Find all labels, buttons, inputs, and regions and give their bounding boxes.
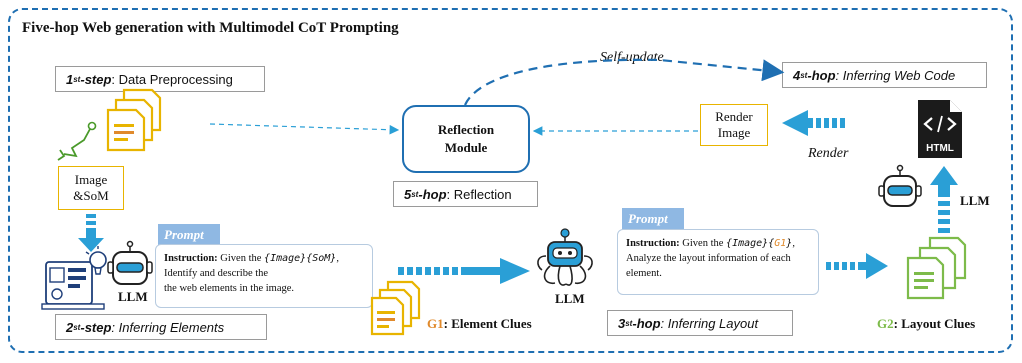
hop5-name: -hop: [418, 186, 447, 202]
prompt2-line2: Analyze the layout information of each: [626, 253, 791, 264]
diagram-frame: [8, 8, 1013, 353]
document-stack-icon: [106, 88, 162, 152]
step2-text: : Inferring Elements: [111, 319, 225, 335]
step2-name: -step: [80, 319, 112, 335]
data-to-reflection-arrow: [209, 123, 400, 135]
prompt2-box: Instruction: Given the {Image}{G1}, Anal…: [617, 229, 819, 295]
image-to-robot-arrow: [78, 214, 104, 252]
reflection-line1: Reflection: [437, 122, 495, 137]
prompt2-code2-close: }: [786, 238, 793, 249]
prompt1-post: ,: [336, 253, 339, 264]
render-label: Render: [808, 146, 849, 161]
g1-document-icon: [370, 280, 421, 336]
hop3-sup: st: [625, 318, 633, 328]
hop3-num: 3: [618, 315, 626, 331]
hop5-sup: st: [411, 189, 419, 199]
prompt2-code2-g: G1: [774, 238, 787, 249]
robot-icon-left: [107, 240, 153, 285]
image-som-line2: &SoM: [73, 188, 109, 203]
step2-num: 2: [66, 319, 74, 335]
prompt1-pre: Given the: [217, 253, 265, 264]
prompt1-code2: {SoM}: [306, 253, 337, 264]
hop3-name: -hop: [632, 315, 661, 331]
step1-num: 1: [66, 71, 74, 87]
self-update-label: Self-update: [600, 50, 664, 65]
prompt2-tag: Prompt: [622, 208, 684, 230]
hop4-num: 4: [793, 67, 801, 83]
prompt1-tag: Prompt: [158, 224, 220, 246]
hop4-sup: st: [800, 70, 808, 80]
diagram-title: Five-hop Web generation with Multimodel …: [22, 20, 399, 36]
g2-document-icon: [906, 236, 967, 300]
robot-icon-right: [878, 164, 922, 207]
g1-label: G1: Element Clues: [427, 316, 532, 332]
render-arrow: [782, 110, 845, 136]
html-badge: HTML: [926, 143, 954, 154]
reflection-module: Reflection Module: [402, 105, 530, 173]
hop4-text: : Inferring Web Code: [835, 67, 956, 83]
prompt2-code1: {Image}: [726, 238, 769, 249]
g2-label: G2: Layout Clues: [877, 316, 975, 332]
g2-tag: G2: [877, 316, 894, 331]
prompt2-post: ,: [792, 238, 795, 249]
prompt2-line1: Instruction: Given the {Image}{G1},: [626, 236, 810, 251]
prompt1-to-llm-arrow: [398, 258, 530, 284]
prompt2-code2-open: {: [768, 238, 775, 249]
hop3-text: : Inferring Layout: [660, 315, 759, 331]
scribble-icon: [57, 121, 97, 161]
step1-sup: st: [73, 74, 81, 84]
prompt2-to-g2-arrow: [826, 253, 888, 279]
html-file-icon: HTML: [918, 100, 962, 158]
prompt1-line1: Instruction: Given the {Image}{SoM},: [164, 251, 364, 266]
prompt2-pre: Given the: [679, 238, 727, 249]
render-image-line1: Render: [715, 109, 753, 124]
machine-icon: [41, 246, 107, 310]
hop5-num: 5: [404, 186, 412, 202]
prompt1-keyword: Instruction:: [164, 253, 218, 264]
llm-robot-icon: [537, 228, 593, 286]
prompt1-line2: Identify and describe the: [164, 268, 269, 279]
step1-name: -step: [80, 71, 112, 87]
llm-label-center: LLM: [555, 291, 585, 306]
self-update-arrow: [463, 58, 785, 106]
llm-to-html-arrow: [930, 166, 958, 233]
image-som-box: Image &SoM: [58, 166, 124, 210]
g2-text: : Layout Clues: [893, 316, 976, 331]
prompt1-line3: the web elements in the image.: [164, 283, 295, 294]
prompt2-line3: element.: [626, 268, 662, 279]
step1-text: : Data Preprocessing: [111, 71, 233, 87]
image-som-line1: Image: [74, 172, 108, 187]
llm-label-left: LLM: [118, 289, 148, 304]
prompt2-keyword: Instruction:: [626, 238, 680, 249]
prompt1-code1: {Image}: [264, 253, 307, 264]
g1-tag: G1: [427, 316, 444, 331]
render-image-line2: Image: [717, 125, 751, 140]
llm-label-right: LLM: [960, 193, 990, 208]
hop5-text: : Reflection: [446, 186, 512, 202]
g1-text: : Element Clues: [443, 316, 532, 331]
reflection-line2: Module: [444, 140, 488, 155]
hop4-name: -hop: [807, 67, 836, 83]
prompt1-box: Instruction: Given the {Image}{SoM}, Ide…: [155, 244, 373, 308]
step2-sup: st: [73, 322, 81, 332]
render-image-box: Render Image: [700, 104, 768, 146]
